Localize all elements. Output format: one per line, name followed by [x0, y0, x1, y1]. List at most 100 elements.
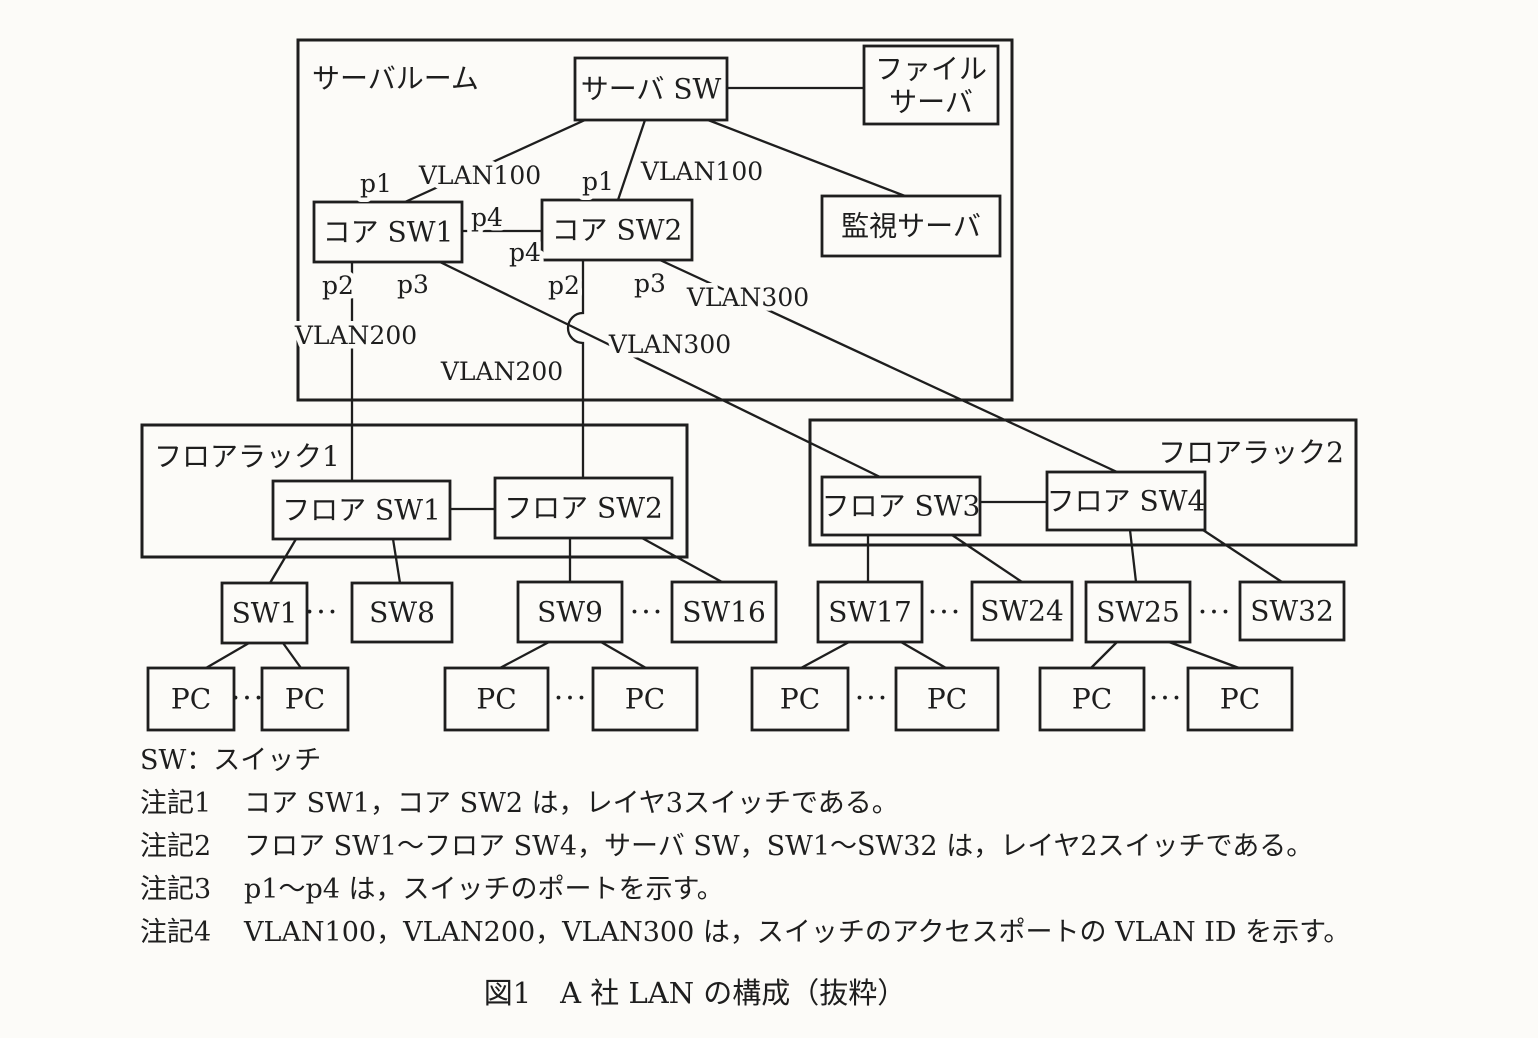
node-floor-sw3-box	[820, 475, 982, 537]
label-port-p1-core-sw1: p1	[360, 169, 392, 198]
node-pc6-label: PC	[927, 683, 967, 716]
edge-sw9-pc4	[600, 641, 647, 669]
label-port-p3-core-sw1: p3	[397, 270, 429, 299]
node-pc5: PC	[750, 666, 850, 732]
node-sw25-label: SW25	[1096, 596, 1180, 629]
dots-pc5-pc6: ···	[855, 681, 890, 716]
node-floor-sw4: フロア SW4	[1045, 470, 1207, 532]
node-core-sw1: コア SW1	[312, 200, 464, 264]
node-floor-sw3-label: フロア SW3	[822, 490, 981, 523]
edge-server-sw-core-sw1	[404, 118, 586, 204]
node-core-sw1-label: コア SW1	[323, 216, 454, 249]
server-room-box	[296, 38, 1014, 402]
dots-sw17-sw24: ···	[928, 595, 963, 630]
node-pc5-label: PC	[780, 683, 820, 716]
node-pc4: PC	[591, 666, 699, 732]
node-sw17-label: SW17	[828, 596, 912, 629]
floor-rack-1-box	[140, 423, 689, 559]
node-server-sw: サーバ SW	[573, 56, 729, 122]
node-pc8: PC	[1186, 666, 1294, 732]
edge-floor-sw4-sw32	[1202, 529, 1283, 583]
node-floor-sw4-box	[1045, 470, 1207, 532]
node-server-sw-label: サーバ SW	[581, 73, 722, 106]
node-floor-sw2-label: フロア SW2	[504, 492, 663, 525]
node-floor-sw1-label: フロア SW1	[282, 494, 441, 527]
edge-sw25-pc8	[1168, 640, 1240, 670]
node-sw9: SW9	[516, 580, 624, 644]
node-core-sw1-box	[312, 200, 464, 264]
node-pc1-label: PC	[171, 683, 211, 716]
node-sw24-box	[970, 580, 1074, 642]
dots-sw25-sw32: ···	[1198, 595, 1233, 630]
node-pc4-label: PC	[625, 683, 665, 716]
note-1: 注記1 コア SW1，コア SW2 は，レイヤ3スイッチである。	[140, 789, 1350, 819]
note-4: 注記4 VLAN100，VLAN200，VLAN300 は，スイッチのアクセスポ…	[140, 918, 1350, 948]
label-port-p2-core-sw2: p2	[548, 271, 580, 300]
node-monitor-server-box	[820, 194, 1002, 258]
note-3-text: p1～p4 は，スイッチのポートを示す。	[244, 874, 724, 905]
edge-sw1-pc2	[282, 642, 302, 669]
label-vlan200-left: VLAN200	[294, 321, 417, 350]
node-pc7: PC	[1038, 666, 1146, 732]
notes-block: SW：スイッチ 注記1 コア SW1，コア SW2 は，レイヤ3スイッチである。…	[140, 746, 1350, 948]
node-pc2-box	[260, 666, 350, 732]
node-sw8-label: SW8	[369, 596, 435, 629]
node-sw17: SW17	[816, 580, 924, 644]
label-port-p1-core-sw2: p1	[582, 167, 614, 196]
label-vlan100-core-sw2: VLAN100	[640, 157, 763, 186]
node-pc1: PC	[146, 666, 236, 732]
label-port-p3-core-sw2: p3	[634, 269, 666, 298]
node-sw17-box	[816, 580, 924, 644]
node-floor-sw1-box	[271, 479, 452, 541]
node-pc2-label: PC	[285, 683, 325, 716]
label-port-p4-upper: p4	[471, 203, 503, 232]
floor-rack-2-box	[808, 418, 1358, 547]
edge-sw17-pc6	[900, 641, 947, 669]
edge-core-sw2-floor-sw4	[659, 258, 1118, 474]
node-sw16: SW16	[670, 580, 778, 644]
floor-rack-1-label: フロアラック1	[154, 440, 340, 473]
label-vlan300-middle: VLAN300	[608, 330, 731, 359]
node-sw1-label: SW1	[232, 597, 298, 630]
node-sw16-box	[670, 580, 778, 644]
node-sw24: SW24	[970, 580, 1074, 642]
node-core-sw2-label: コア SW2	[552, 214, 683, 247]
node-pc1-box	[146, 666, 236, 732]
node-pc2: PC	[260, 666, 350, 732]
node-pc3-label: PC	[476, 683, 516, 716]
node-sw32: SW32	[1238, 580, 1346, 642]
node-pc7-label: PC	[1072, 683, 1112, 716]
node-sw9-box	[516, 580, 624, 644]
node-file-server: ファイルサーバ	[862, 44, 1000, 126]
note-2-label: 注記2	[140, 831, 212, 862]
legend-sw-switch: SW：スイッチ	[140, 745, 322, 776]
edge-server-sw-monitor-server	[707, 118, 906, 198]
node-floor-sw2: フロア SW2	[493, 476, 674, 540]
node-sw1: SW1	[220, 581, 309, 645]
edge-floor-sw2-sw16	[641, 536, 723, 584]
label-vlan300-right: VLAN300	[686, 283, 809, 312]
edge-sw1-pc1	[205, 642, 250, 669]
node-sw32-box	[1238, 580, 1346, 642]
dots-pc3-pc4: ···	[554, 681, 589, 716]
edge-floor-sw1-sw1	[269, 538, 297, 584]
note-4-label: 注記4	[140, 917, 212, 948]
node-floor-sw2-box	[493, 476, 674, 540]
node-sw25-box	[1084, 580, 1192, 644]
node-sw25: SW25	[1084, 580, 1192, 644]
node-monitor-server-label: 監視サーバ	[841, 210, 981, 243]
edge-floor-sw3-sw24	[951, 534, 1023, 583]
node-pc6-box	[894, 666, 1000, 732]
node-sw9-label: SW9	[537, 596, 603, 629]
node-sw8: SW8	[350, 581, 454, 644]
node-floor-sw1: フロア SW1	[271, 479, 452, 541]
label-vlan100-core-sw1: VLAN100	[418, 161, 541, 190]
node-pc6: PC	[894, 666, 1000, 732]
node-sw32-label: SW32	[1250, 595, 1334, 628]
node-sw8-box	[350, 581, 454, 644]
node-monitor-server: 監視サーバ	[820, 194, 1002, 258]
server-room-label: サーバルーム	[312, 62, 479, 95]
node-sw16-label: SW16	[682, 596, 766, 629]
